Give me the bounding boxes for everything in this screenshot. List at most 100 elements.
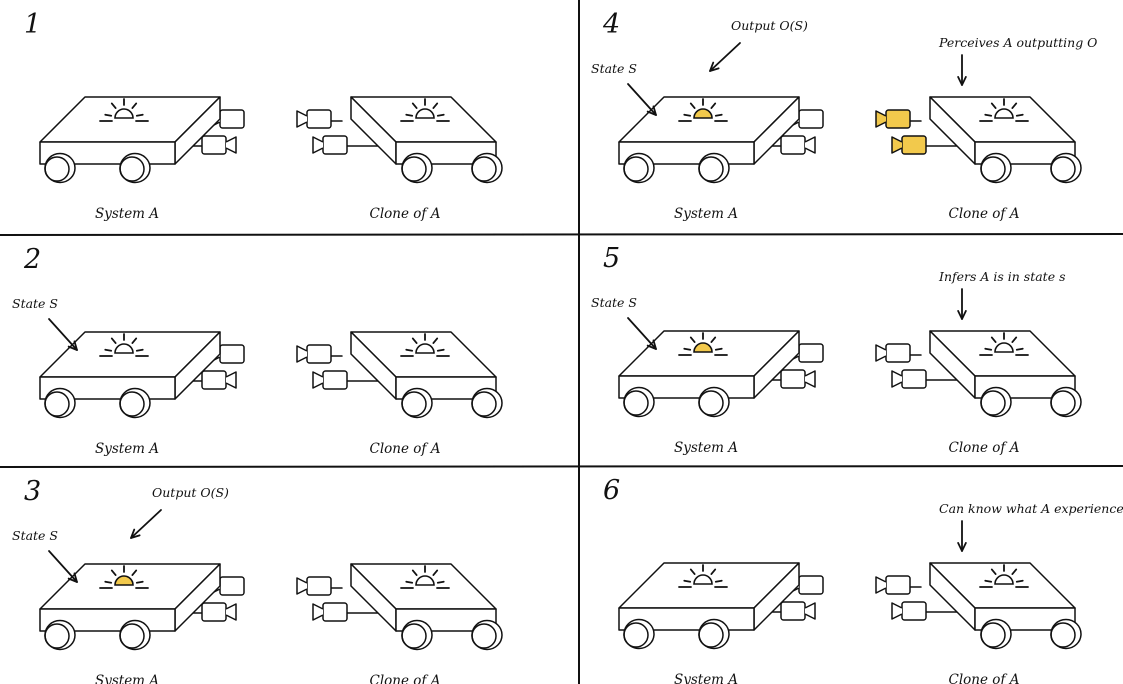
wheel-icon [119, 387, 151, 419]
wheel-inner [44, 156, 70, 182]
sun-disc [994, 342, 1014, 353]
camera-body [306, 576, 332, 596]
system-a-cart [618, 562, 824, 650]
wheel-icon [401, 152, 433, 184]
camera-icon [780, 135, 816, 155]
camera-icon [875, 343, 911, 363]
sun-ray [990, 336, 997, 343]
sun-ray [990, 102, 997, 109]
system-a-cart [618, 330, 824, 418]
camera-body [306, 344, 332, 364]
camera-icon [312, 602, 348, 622]
wheel-inner [471, 156, 497, 182]
sun-ray [984, 579, 993, 583]
camera-body [901, 135, 927, 155]
sun-ray [1011, 568, 1018, 575]
sun-ray [432, 569, 439, 576]
system-a-cart [39, 563, 245, 651]
sun-ray [714, 347, 723, 351]
sun-ray [104, 348, 113, 352]
state-label: State S [591, 61, 637, 76]
wheel-icon [980, 386, 1012, 418]
camera-body [885, 343, 911, 363]
camera-lens [891, 602, 903, 620]
wheel-inner [980, 622, 1006, 648]
sun-ray [405, 113, 414, 117]
sun-ray [1015, 347, 1024, 351]
camera-lens [875, 344, 887, 362]
sun-ray [689, 336, 696, 343]
sun-ray [405, 348, 414, 352]
state-label: State S [12, 528, 58, 543]
camera-body [798, 343, 824, 363]
wheel-icon [119, 619, 151, 651]
wheel-inner [471, 623, 497, 649]
camera-lens [296, 110, 308, 128]
camera-body [322, 370, 348, 390]
clone-note: Perceives A outputting O [938, 35, 1097, 50]
panel-number: 1 [24, 9, 41, 40]
camera-body [798, 575, 824, 595]
arrow-icon [627, 83, 657, 116]
camera-lens [804, 370, 816, 388]
wheel-inner [119, 156, 145, 182]
wheel-inner [119, 391, 145, 417]
divider-horizontal-1 [0, 233, 1123, 236]
sun-disc [994, 574, 1014, 585]
sun-ray [689, 102, 696, 109]
sun-disc [114, 343, 134, 354]
camera-icon [891, 601, 927, 621]
camera-body [322, 135, 348, 155]
wheel-inner [44, 623, 70, 649]
wheel-icon [980, 152, 1012, 184]
sun-ray [683, 347, 692, 351]
arrow-head [957, 541, 967, 552]
system-a-label: System A [674, 440, 738, 456]
system-a-cart [39, 96, 245, 184]
camera-lens [296, 577, 308, 595]
camera-body [780, 601, 806, 621]
sun-ray [135, 580, 144, 584]
arrow-shaft [48, 318, 78, 351]
system-a-label: System A [95, 206, 159, 222]
output-label: Output O(S) [731, 18, 808, 33]
arrow-head [67, 340, 78, 351]
camera-body [201, 135, 227, 155]
camera-lens [312, 603, 324, 621]
camera-body [798, 109, 824, 129]
camera-body [780, 369, 806, 389]
wheel-inner [623, 156, 649, 182]
sun-ray [432, 102, 439, 109]
wheel-icon [698, 386, 730, 418]
system-a-label: System A [674, 206, 738, 222]
sun-ray [135, 348, 144, 352]
camera-lens [312, 136, 324, 154]
sun-ray [131, 569, 138, 576]
state-label: State S [12, 296, 58, 311]
arrow-shaft [48, 550, 78, 583]
wheel-icon [1050, 618, 1082, 650]
system-a-cart [39, 331, 245, 419]
system-a-cart [618, 96, 824, 184]
arrow-icon [957, 520, 967, 552]
wheel-inner [980, 156, 1006, 182]
sun-ray [135, 113, 144, 117]
wheel-inner [698, 156, 724, 182]
camera-lens [804, 136, 816, 154]
wheel-icon [623, 152, 655, 184]
system-a-label: System A [95, 673, 159, 684]
camera-body [201, 370, 227, 390]
camera-lens [804, 602, 816, 620]
camera-icon [201, 602, 237, 622]
camera-lens [312, 371, 324, 389]
sun-ray [110, 569, 117, 576]
panel-number: 2 [23, 244, 41, 275]
clone-label: Clone of A [370, 206, 441, 222]
camera-body [219, 576, 245, 596]
wheel-inner [119, 623, 145, 649]
